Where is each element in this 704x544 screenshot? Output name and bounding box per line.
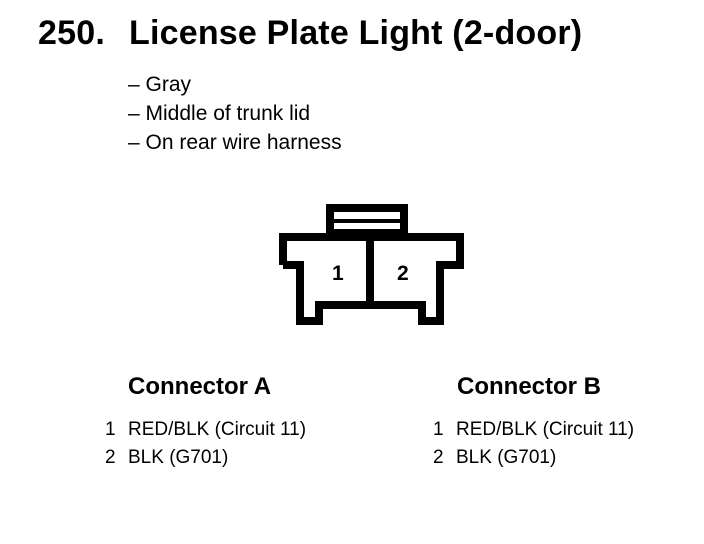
pin-row: 1 RED/BLK (Circuit 11) [105,416,306,444]
pin-label-1: 1 [332,262,344,285]
pin-number: 1 [433,419,444,440]
connector-description: – Gray – Middle of trunk lid – On rear w… [128,70,342,157]
pin-label-2: 2 [397,262,409,285]
title-number: 250. [38,14,105,52]
pin-number: 2 [105,447,116,468]
description-line: – On rear wire harness [128,131,342,154]
page-title: 250. License Plate Light (2-door) [38,14,582,53]
connector-a-title: Connector A [128,373,272,400]
wire-description: BLK (G701) [456,447,557,468]
connector-a-pin-list: 1 RED/BLK (Circuit 11) 2 BLK (G701) [105,416,306,472]
wire-description: RED/BLK (Circuit 11) [128,419,307,440]
title-text: License Plate Light (2-door) [129,14,583,52]
description-line: – Gray [128,73,192,96]
pin-number: 2 [433,447,444,468]
pin-row: 2 BLK (G701) [433,444,634,472]
connector-b-title: Connector B [457,373,601,400]
connector-b-pin-list: 1 RED/BLK (Circuit 11) 2 BLK (G701) [433,416,634,472]
pin-row: 2 BLK (G701) [105,444,306,472]
wire-description: RED/BLK (Circuit 11) [456,419,635,440]
wire-description: BLK (G701) [128,447,229,468]
pin-number: 1 [105,419,116,440]
connector-housing [279,233,464,325]
pin-row: 1 RED/BLK (Circuit 11) [433,416,634,444]
description-line: – Middle of trunk lid [128,102,311,125]
